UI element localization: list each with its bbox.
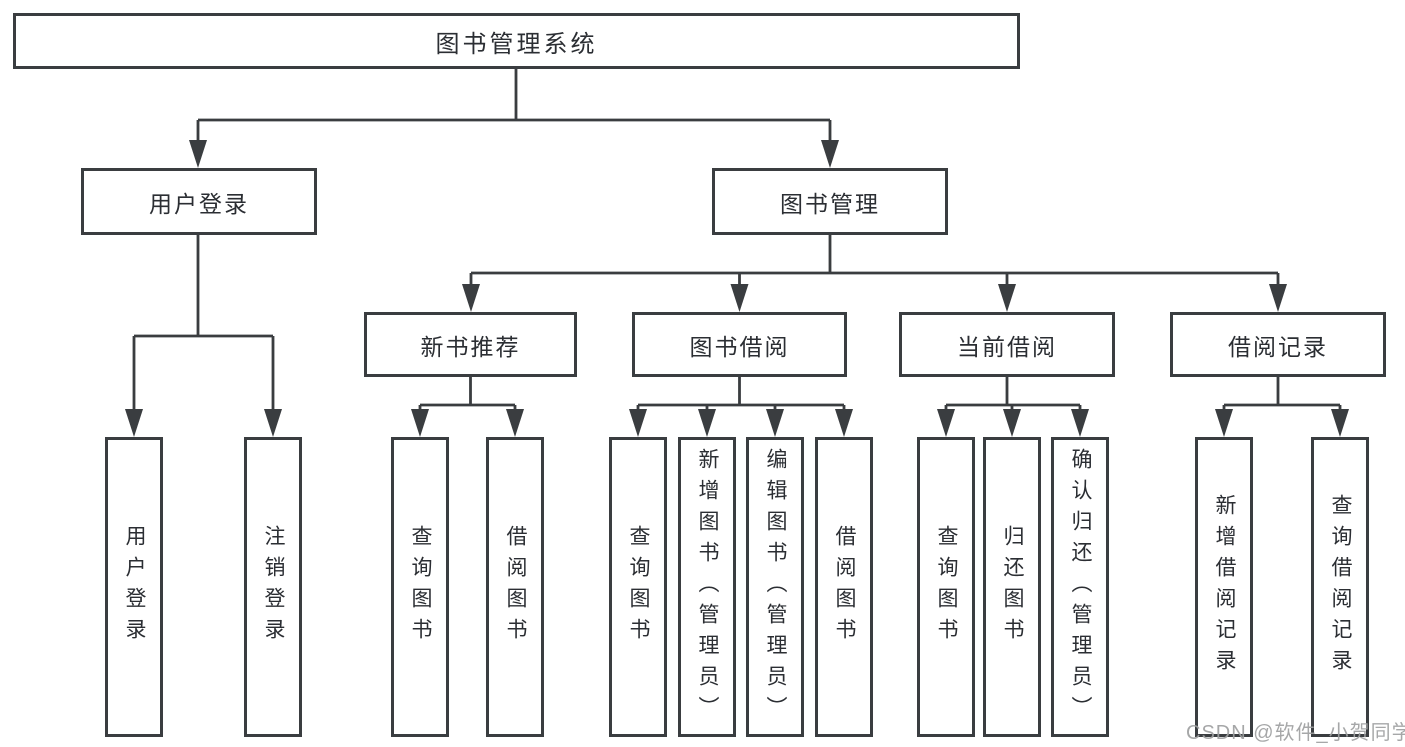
leaf-borrow-edit-book-admin: 编辑图书（管理员）	[746, 437, 804, 737]
arrowhead-icon	[821, 140, 839, 168]
node-label: 当前借阅	[957, 333, 1057, 360]
connector-borrow-to-leaves	[629, 377, 853, 437]
leaf-records-add-record: 新增借阅记录	[1195, 437, 1253, 737]
leaf-current-query-book: 查询图书	[917, 437, 975, 737]
arrowhead-icon	[998, 284, 1016, 312]
node-label: 确认归还（管理员）	[1069, 447, 1092, 727]
node-borrow-records: 借阅记录	[1170, 312, 1386, 377]
node-label: 查询图书	[409, 525, 432, 649]
arrowhead-icon	[1071, 409, 1089, 437]
node-new-book-recommend: 新书推荐	[364, 312, 577, 377]
arrowhead-icon	[189, 140, 207, 168]
arrowhead-icon	[937, 409, 955, 437]
node-current-borrow: 当前借阅	[899, 312, 1115, 377]
node-label: 新增借阅记录	[1213, 494, 1236, 680]
node-label: 图书管理	[780, 190, 880, 217]
node-book-manage: 图书管理	[712, 168, 948, 235]
arrowhead-icon	[506, 409, 524, 437]
node-label: 查询图书	[627, 525, 650, 649]
node-root-library-system: 图书管理系统	[13, 13, 1020, 69]
leaf-recommend-borrow-book: 借阅图书	[486, 437, 544, 737]
node-label: 新书推荐	[420, 333, 521, 360]
arrowhead-icon	[411, 409, 429, 437]
leaf-borrow-borrow-book: 借阅图书	[815, 437, 873, 737]
arrowhead-icon	[1003, 409, 1021, 437]
leaf-current-confirm-return-admin: 确认归还（管理员）	[1051, 437, 1109, 737]
connector-root-to-level2	[189, 68, 839, 168]
connector-login-to-leaves	[125, 235, 282, 437]
leaf-borrow-query-book: 查询图书	[609, 437, 667, 737]
node-label: 编辑图书（管理员）	[764, 447, 787, 727]
connector-records-to-leaves	[1215, 377, 1349, 437]
node-label: 查询图书	[935, 525, 958, 649]
node-label: 借阅记录	[1228, 333, 1328, 360]
arrowhead-icon	[835, 409, 853, 437]
node-label: 图书管理系统	[435, 30, 598, 58]
node-label: 归还图书	[1001, 525, 1024, 649]
arrowhead-icon	[1215, 409, 1233, 437]
node-label: 注销登录	[262, 525, 285, 649]
connector-manage-to-level3	[462, 235, 1287, 312]
arrowhead-icon	[1331, 409, 1349, 437]
connector-current-to-leaves	[937, 377, 1089, 437]
arrowhead-icon	[462, 284, 480, 312]
watermark: CSDN @软件_小贺同学	[1186, 722, 1405, 744]
node-user-login: 用户登录	[81, 168, 317, 235]
leaf-current-return-book: 归还图书	[983, 437, 1041, 737]
node-label: 用户登录	[123, 525, 146, 649]
arrowhead-icon	[698, 409, 716, 437]
arrowhead-icon	[1269, 284, 1287, 312]
leaf-logout: 注销登录	[244, 437, 302, 737]
arrowhead-icon	[766, 409, 784, 437]
node-label: 图书借阅	[689, 333, 790, 360]
leaf-records-query-record: 查询借阅记录	[1311, 437, 1369, 737]
node-label: 用户登录	[149, 190, 249, 217]
node-label: 新增图书（管理员）	[696, 447, 719, 727]
node-label: 查询借阅记录	[1329, 494, 1352, 680]
arrowhead-icon	[629, 409, 647, 437]
node-label: 借阅图书	[504, 525, 527, 649]
node-book-borrow: 图书借阅	[632, 312, 847, 377]
leaf-recommend-query-book: 查询图书	[391, 437, 449, 737]
leaf-borrow-add-book-admin: 新增图书（管理员）	[678, 437, 736, 737]
arrowhead-icon	[264, 409, 282, 437]
arrowhead-icon	[125, 409, 143, 437]
leaf-user-login: 用户登录	[105, 437, 163, 737]
connector-recommend-to-leaves	[411, 377, 524, 437]
node-label: 借阅图书	[833, 525, 856, 649]
arrowhead-icon	[730, 284, 749, 312]
